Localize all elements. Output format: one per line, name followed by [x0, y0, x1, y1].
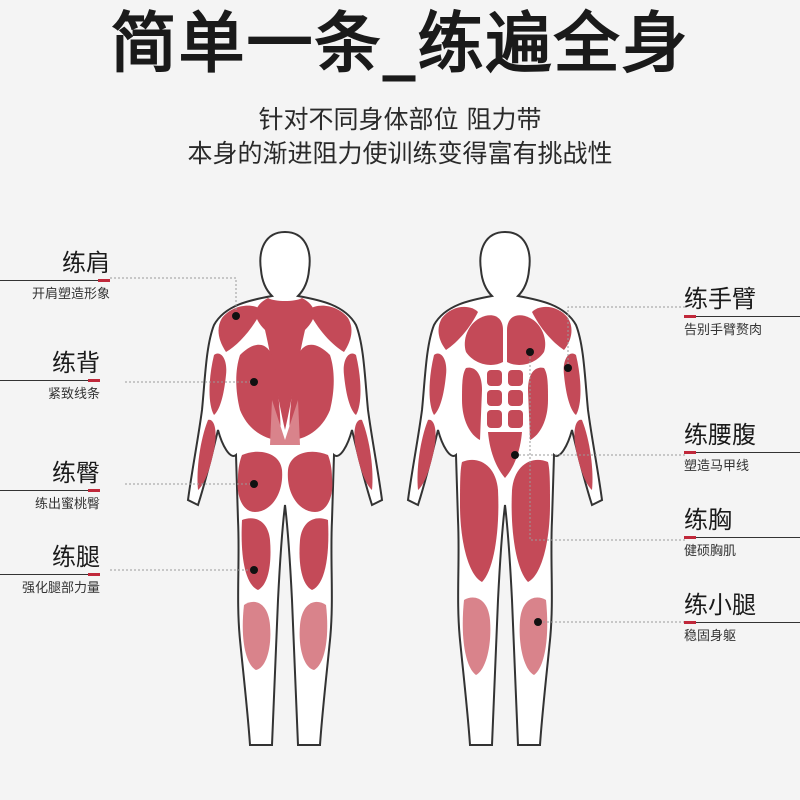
label-leg-rule [0, 573, 100, 576]
front-figure [406, 230, 604, 746]
label-shoulder-title: 练肩 [62, 249, 110, 277]
front-abs-3r [508, 410, 523, 428]
dot-shoulder [232, 312, 240, 320]
back-right-deltoid [308, 305, 352, 352]
dot-calf [534, 618, 542, 626]
leader-arm [567, 306, 685, 368]
rule-accent [98, 279, 110, 282]
dot-leg [250, 566, 258, 574]
back-right-upper-arm [343, 353, 361, 415]
front-left-deltoid [438, 306, 478, 350]
label-waist-title: 练腰腹 [684, 421, 756, 449]
back-left-forearm [197, 419, 216, 490]
rule-accent [88, 379, 100, 382]
back-trapezius [255, 298, 315, 430]
label-chest-title: 练胸 [684, 506, 732, 534]
front-left-bicep [429, 353, 447, 415]
front-left-pec [464, 315, 503, 365]
back-left-upper-arm [209, 353, 227, 415]
subtitle-line-2: 本身的渐进阻力使训练变得富有挑战性 [187, 139, 613, 168]
front-right-quad [511, 459, 550, 582]
front-left-calf [462, 597, 491, 675]
back-left-lat [236, 344, 281, 440]
rule-accent [88, 573, 100, 576]
label-arm-rule [684, 315, 800, 318]
dot-chest [526, 348, 534, 356]
label-arm-title: 练手臂 [684, 285, 756, 313]
front-figure-outline [406, 230, 604, 746]
front-abs-2l [487, 390, 502, 406]
label-calf: 练小腿 稳固身躯 [684, 590, 800, 645]
label-waist-desc: 塑造马甲线 [684, 459, 750, 474]
dot-glute [250, 480, 258, 488]
dot-back [250, 378, 258, 386]
label-back: 练背 紧致线条 [0, 348, 100, 403]
leader-shoulder [110, 277, 237, 316]
label-chest-desc: 健硕胸肌 [684, 544, 737, 559]
rule-accent [684, 621, 696, 624]
back-left-deltoid [218, 305, 262, 352]
label-back-rule [0, 379, 100, 382]
label-glute-title: 练臀 [52, 459, 100, 487]
label-chest-rule [684, 536, 800, 539]
front-right-deltoid [532, 306, 572, 350]
front-left-forearm [417, 419, 436, 490]
label-leg: 练腿 强化腿部力量 [0, 542, 100, 597]
back-right-calf [299, 601, 328, 670]
rule-accent [88, 489, 100, 492]
leader-lines [110, 277, 685, 623]
rule-accent [684, 451, 696, 454]
label-leg-desc: 强化腿部力量 [21, 581, 100, 596]
label-shoulder-rule [0, 279, 110, 282]
label-glute-rule [0, 489, 100, 492]
back-left-glute [237, 451, 283, 512]
front-left-quad [460, 459, 499, 582]
subtitle-line-1: 针对不同身体部位 阻力带 [258, 105, 542, 134]
label-calf-rule [684, 621, 800, 624]
front-right-calf [519, 597, 548, 675]
front-right-pec [507, 315, 546, 365]
back-right-forearm [354, 419, 373, 490]
label-arm: 练手臂 告别手臂赘肉 [684, 284, 800, 339]
front-abs-1r [508, 370, 523, 386]
dot-arm [564, 364, 572, 372]
front-lower-abs [488, 432, 522, 478]
label-arm-desc: 告别手臂赘肉 [684, 323, 763, 338]
front-left-oblique [462, 367, 482, 440]
label-calf-desc: 稳固身躯 [684, 629, 737, 644]
label-glute-desc: 练出蜜桃臀 [34, 497, 100, 512]
leader-chest [529, 352, 685, 541]
back-right-lat [289, 344, 334, 440]
label-shoulder: 练肩 开肩塑造形象 [0, 248, 110, 303]
label-waist-rule [684, 451, 800, 454]
back-right-hamstring [299, 518, 329, 590]
leader-dots [232, 312, 572, 626]
label-chest: 练胸 健硕胸肌 [684, 505, 800, 560]
front-right-oblique [528, 367, 548, 440]
back-figure-outline [186, 230, 384, 746]
back-figure [186, 230, 384, 746]
rule-accent [684, 536, 696, 539]
front-abs-2r [508, 390, 523, 406]
rule-accent [684, 315, 696, 318]
front-abs-3l [487, 410, 502, 428]
back-left-calf [242, 601, 271, 670]
back-right-glute [287, 451, 333, 512]
label-leg-title: 练腿 [52, 543, 100, 571]
label-waist: 练腰腹 塑造马甲线 [684, 420, 800, 475]
label-back-title: 练背 [52, 349, 100, 377]
label-shoulder-desc: 开肩塑造形象 [31, 287, 110, 302]
page-title: 简单一条_练遍全身 [110, 5, 690, 82]
label-glute: 练臀 练出蜜桃臀 [0, 458, 100, 513]
label-back-desc: 紧致线条 [47, 387, 100, 402]
back-lower-back [270, 400, 300, 445]
back-left-hamstring [241, 518, 271, 590]
front-abs-1l [487, 370, 502, 386]
label-calf-title: 练小腿 [684, 591, 756, 619]
dot-waist [511, 451, 519, 459]
